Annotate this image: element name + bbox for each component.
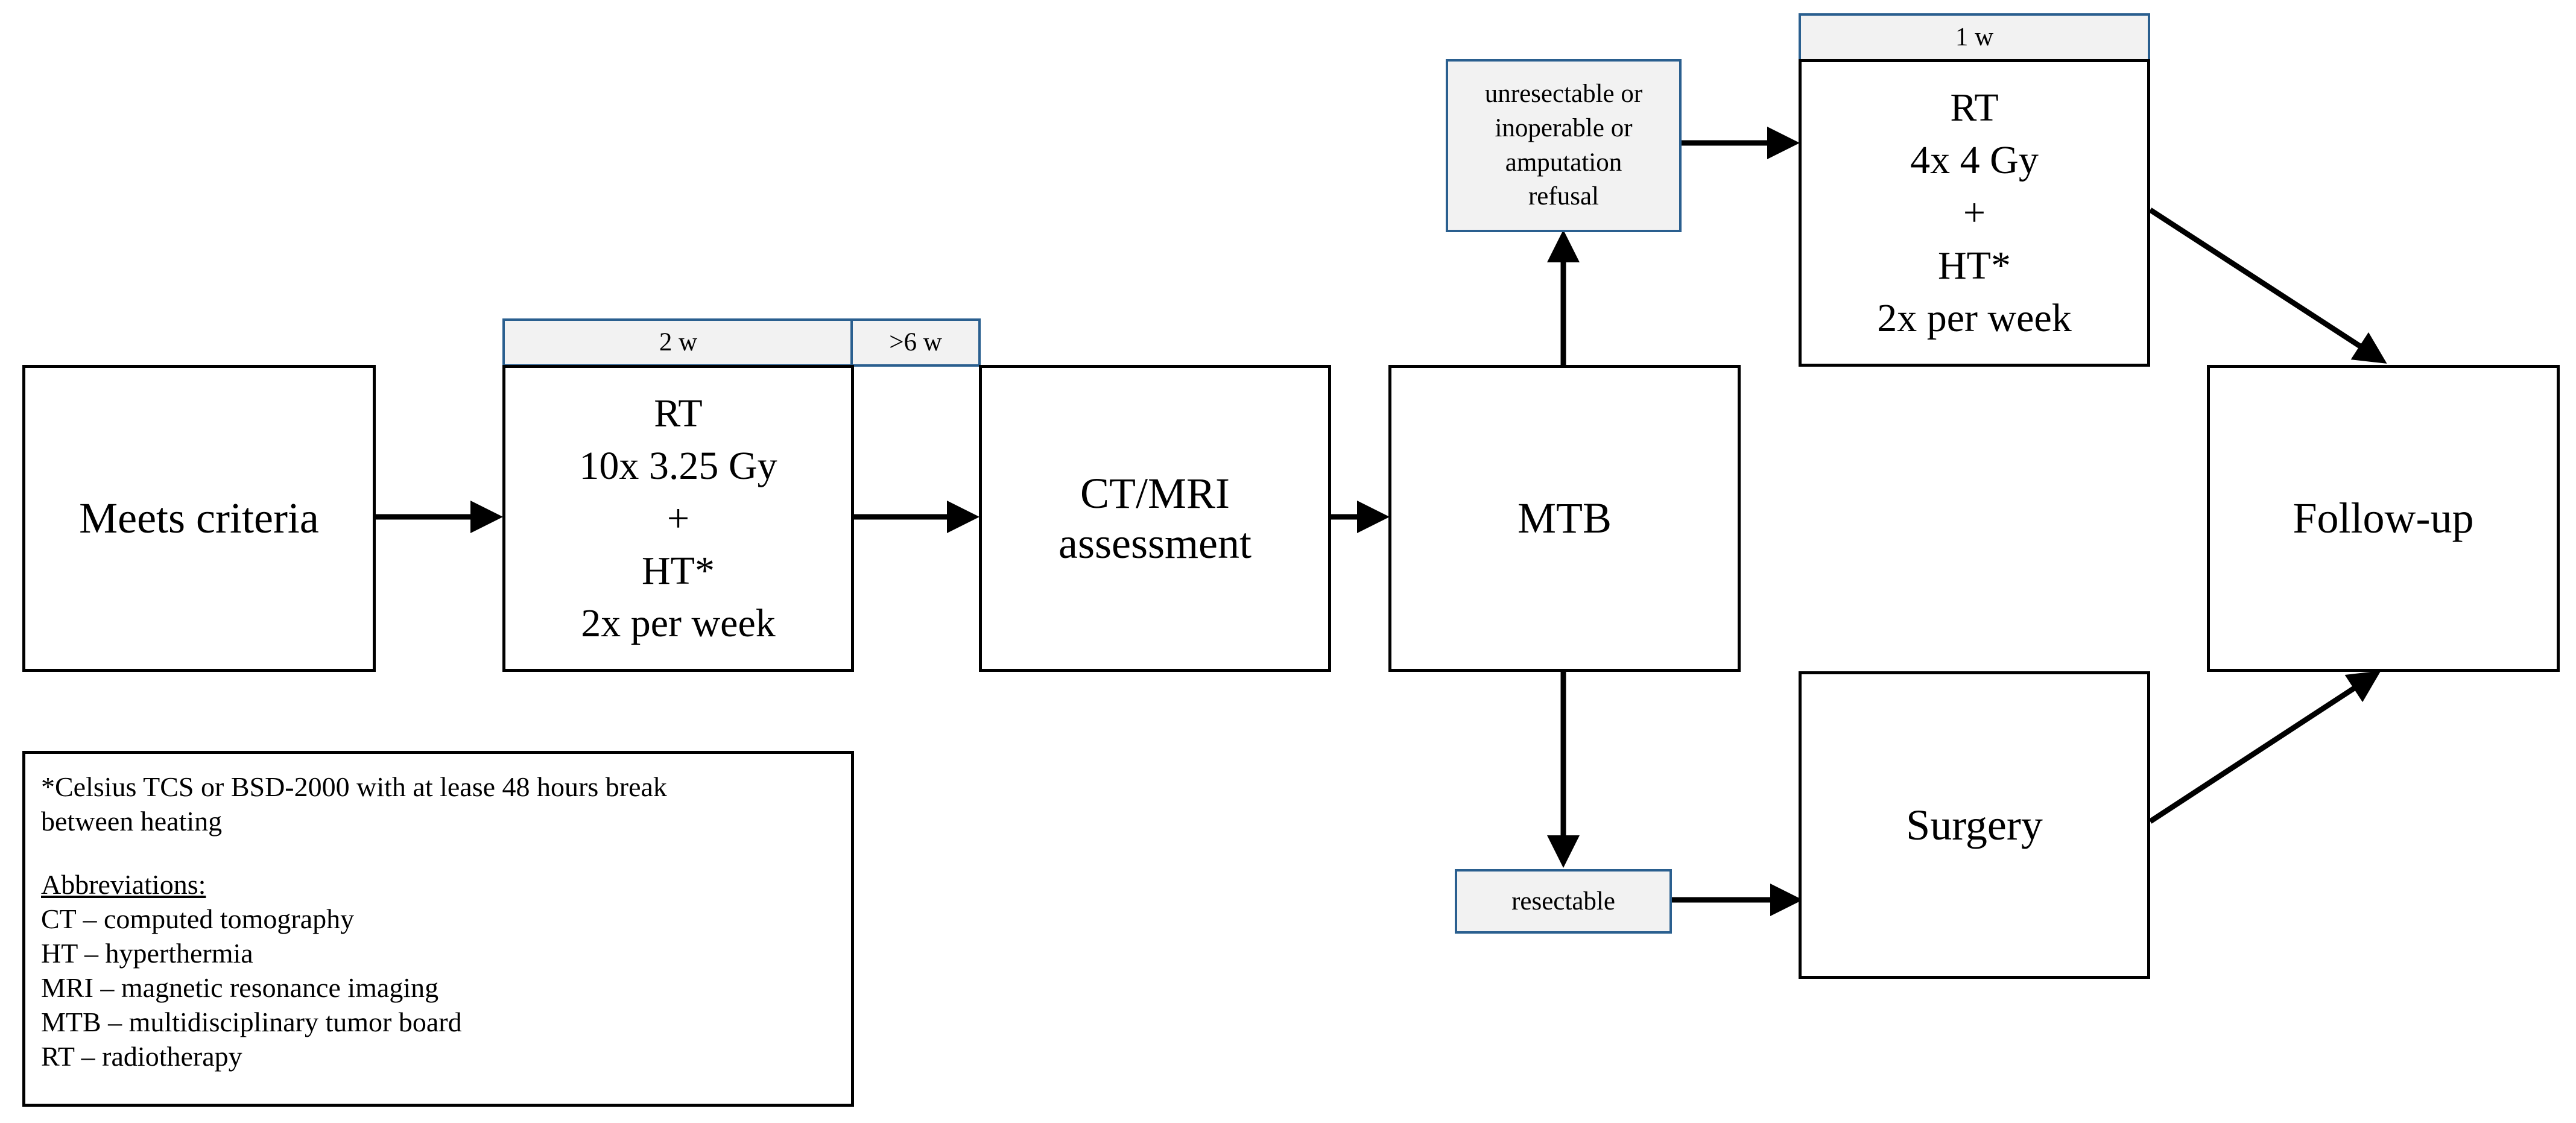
mtb-text: MTB	[1517, 494, 1612, 543]
abbreviation-item: CT – computed tomography	[41, 903, 355, 935]
abbreviation-item: MTB – multidisciplinary tumor board	[41, 1007, 462, 1038]
rt-boost-line: 2x per week	[1877, 296, 2072, 340]
rt-initial-line: 2x per week	[581, 601, 776, 646]
duration-label-1w: 1 w	[1799, 13, 2150, 62]
duration-label-over-6w: >6 w	[850, 318, 981, 367]
rt-initial-line: 10x 3.25 Gy	[579, 443, 777, 488]
rt-boost-line: RT	[1950, 86, 1999, 130]
resectable-label: resectable	[1455, 869, 1672, 934]
abbreviation-item: HT – hyperthermia	[41, 938, 253, 969]
legend-footnote: *Celsius TCS or BSD-2000 with at lease 4…	[41, 771, 667, 837]
rt-boost-line: +	[1963, 191, 1986, 235]
unresectable-label: unresectable or inoperable or amputation…	[1446, 59, 1682, 232]
legend-box: *Celsius TCS or BSD-2000 with at lease 4…	[22, 751, 854, 1107]
abbreviation-item: MRI – magnetic resonance imaging	[41, 972, 439, 1004]
abbreviation-item: RT – radiotherapy	[41, 1041, 242, 1072]
surgery-box: Surgery	[1799, 671, 2150, 979]
meets-criteria-text: Meets criteria	[79, 494, 319, 543]
rt-boost-box: RT 4x 4 Gy + HT* 2x per week	[1799, 59, 2150, 367]
rt-initial-box: RT 10x 3.25 Gy + HT* 2x per week	[502, 365, 854, 672]
surgery-text: Surgery	[1906, 800, 2043, 849]
arrow-surgery-to-follow-up	[2148, 671, 2381, 824]
meets-criteria-box: Meets criteria	[22, 365, 376, 672]
ct-mri-line: CT/MRI	[1080, 469, 1230, 517]
abbreviations-title: Abbreviations:	[41, 869, 206, 900]
rt-boost-line: HT*	[1938, 243, 2011, 288]
rt-boost-line: 4x 4 Gy	[1910, 138, 2039, 183]
follow-up-box: Follow-up	[2207, 365, 2560, 672]
rt-initial-line: +	[666, 496, 690, 540]
rt-initial-line: RT	[654, 391, 703, 435]
rt-initial-line: HT*	[642, 549, 715, 593]
arrow-rt-boost-to-follow-up	[2148, 207, 2387, 364]
ct-mri-line: assessment	[1059, 519, 1252, 568]
duration-label-2w: 2 w	[502, 318, 854, 367]
follow-up-text: Follow-up	[2293, 494, 2474, 543]
ct-mri-assessment-box: CT/MRI assessment	[979, 365, 1331, 672]
mtb-box: MTB	[1388, 365, 1741, 672]
